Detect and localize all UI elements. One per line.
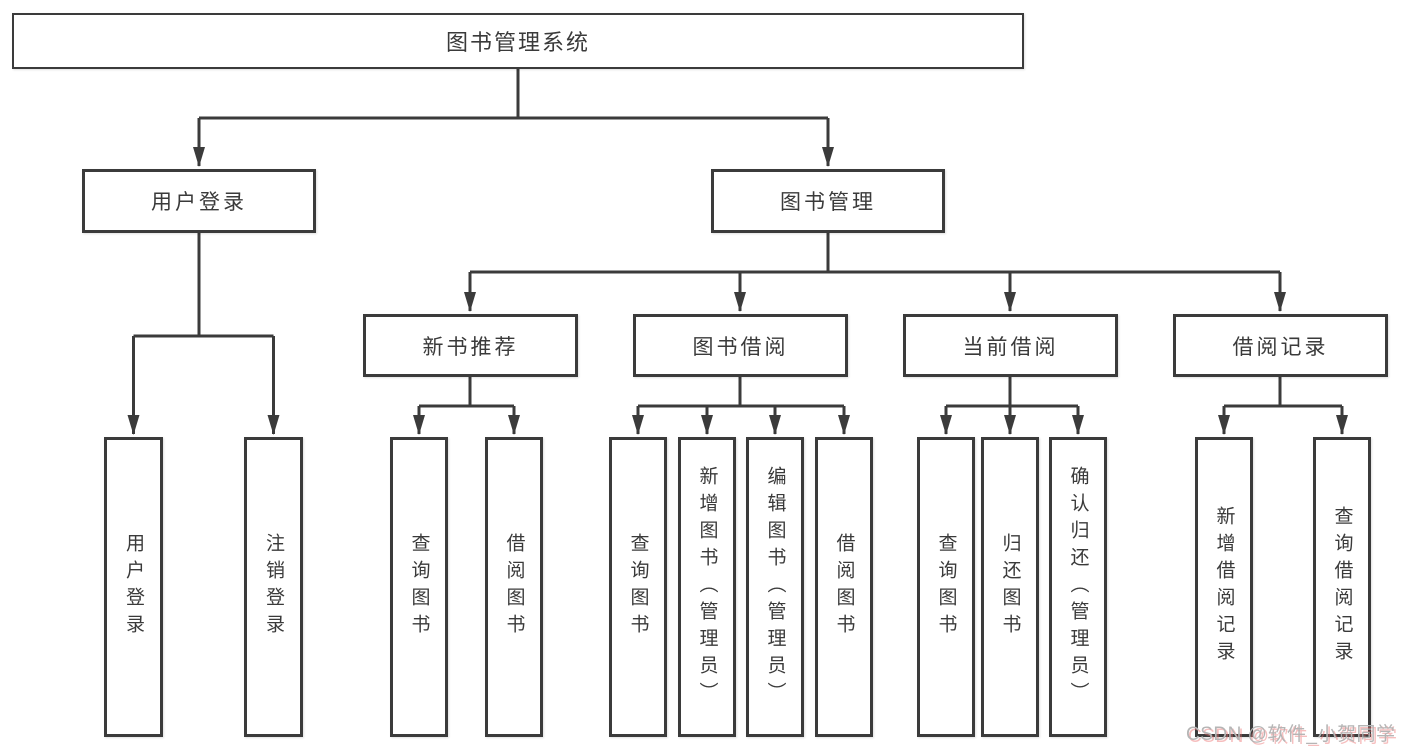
leaf-return-books: 归还图书 — [981, 437, 1039, 737]
leaf-label: 确认归还（管理员） — [1067, 465, 1089, 709]
node-book-management: 图书管理 — [711, 169, 945, 233]
node-label: 用户登录 — [151, 191, 247, 214]
node-label: 图书管理系统 — [445, 30, 590, 55]
leaf-query-books-recommend: 查询图书 — [390, 437, 448, 737]
leaf-label: 查询借阅记录 — [1331, 506, 1353, 668]
leaf-borrow-books: 借阅图书 — [815, 437, 873, 737]
leaf-query-books-borrow: 查询图书 — [609, 437, 667, 737]
leaf-label: 编辑图书（管理员） — [764, 465, 786, 709]
leaf-label: 新增图书（管理员） — [696, 465, 718, 709]
leaf-label: 借阅图书 — [833, 533, 855, 641]
node-label: 图书借阅 — [692, 335, 789, 359]
node-borrowing-records: 借阅记录 — [1173, 314, 1388, 377]
node-label: 借阅记录 — [1232, 335, 1329, 359]
node-user-login: 用户登录 — [82, 169, 316, 233]
leaf-query-books-current: 查询图书 — [917, 437, 975, 737]
leaf-borrow-books-recommend: 借阅图书 — [485, 437, 543, 737]
leaf-confirm-return-admin: 确认归还（管理员） — [1049, 437, 1107, 737]
node-current-borrowing: 当前借阅 — [903, 314, 1118, 377]
leaf-label: 注销登录 — [263, 533, 284, 641]
leaf-label: 新增借阅记录 — [1213, 506, 1235, 668]
node-library-management-system: 图书管理系统 — [12, 13, 1024, 69]
node-label: 新书推荐 — [422, 335, 519, 359]
csdn-watermark: CSDN @软件_小贺同学 — [1186, 724, 1396, 745]
leaf-query-borrow-record: 查询借阅记录 — [1313, 437, 1371, 737]
leaf-label: 用户登录 — [123, 533, 144, 641]
node-label: 图书管理 — [780, 191, 876, 214]
leaf-edit-books-admin: 编辑图书（管理员） — [746, 437, 804, 737]
leaf-label: 借阅图书 — [503, 533, 525, 641]
leaf-label: 查询图书 — [408, 533, 430, 641]
leaf-label: 归还图书 — [999, 533, 1021, 641]
leaf-label: 查询图书 — [935, 533, 957, 641]
leaf-user-login: 用户登录 — [104, 437, 163, 737]
node-book-borrowing: 图书借阅 — [633, 314, 848, 377]
leaf-add-borrow-record: 新增借阅记录 — [1195, 437, 1253, 737]
leaf-label: 查询图书 — [627, 533, 649, 641]
leaf-add-books-admin: 新增图书（管理员） — [678, 437, 736, 737]
node-new-book-recommendation: 新书推荐 — [363, 314, 578, 377]
leaf-logout: 注销登录 — [244, 437, 303, 737]
connector-trunks — [133, 69, 1342, 408]
node-label: 当前借阅 — [962, 335, 1059, 359]
